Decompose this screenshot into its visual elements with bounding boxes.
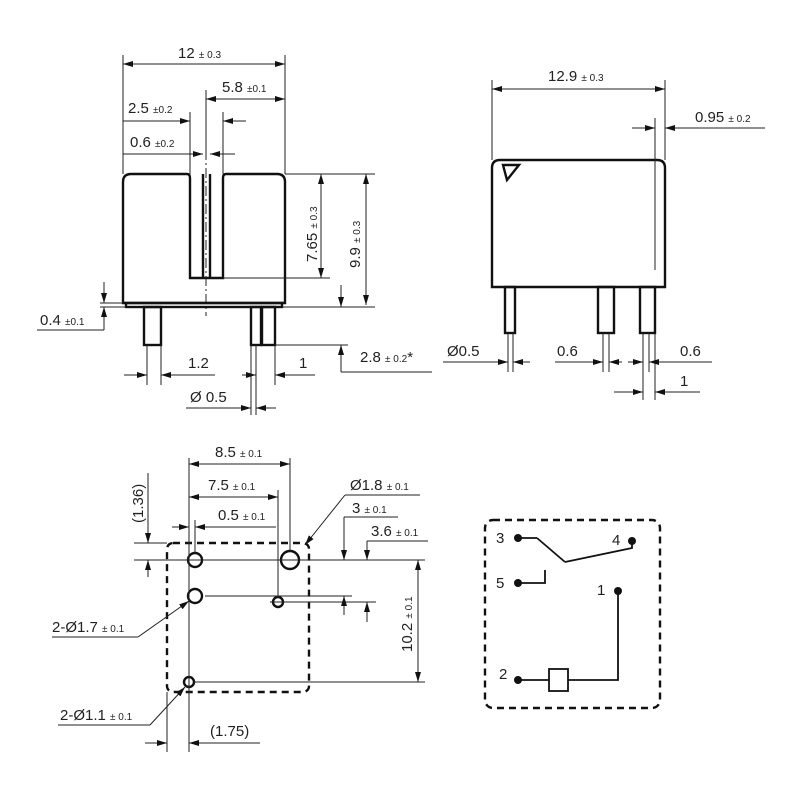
drawing-line: [568, 591, 619, 681]
dim-7-5: 7.5 ± 0.1: [208, 477, 256, 494]
dimension-text-part: ± 0.3: [352, 220, 363, 243]
dimension-text-part: ± 0.2: [728, 114, 751, 125]
pin-label-4: 4: [612, 532, 620, 549]
dimension-text-part: 2-Ø1.1: [60, 707, 106, 724]
dimension-text-part: 8.5: [215, 444, 236, 461]
dimension-text-part: ± 0.1: [243, 512, 266, 523]
pin-label-2: 2: [499, 666, 507, 683]
dim-slot-width: 2.5 ±0.2: [128, 100, 173, 117]
dimension-text-part: ±0.2: [155, 139, 175, 150]
dimension-text-part: ± 0.1: [365, 505, 388, 516]
dim-standoff: 0.4 ±0.1: [40, 312, 85, 329]
relay-body-side: [490, 158, 667, 289]
dimension-text-part: ±0.1: [247, 84, 267, 95]
dim-slot-height: 7.65 ± 0.3: [304, 206, 321, 262]
dimension-text-part: 7.65: [304, 233, 321, 262]
dim-ref-1-36: (1.36): [130, 484, 147, 523]
dimension-text-part: 9.9: [347, 247, 364, 268]
dim-10-2: 10.2 ± 0.1: [399, 596, 416, 652]
dim-3: 3 ± 0.1: [352, 500, 387, 517]
pin-label-5: 5: [496, 575, 504, 592]
schematic-outline: [483, 518, 662, 710]
relay-schematic: 3 4 5 1 2: [483, 518, 662, 710]
dimension-text-part: 2-Ø1.7: [52, 619, 98, 636]
dimension-text-part: 0.6: [130, 134, 151, 151]
dimension-text-part: ± 0.1: [110, 712, 133, 723]
dim-side-pin-b: 0.6: [680, 343, 701, 360]
dimension-text-part: ± 0.3: [309, 206, 320, 229]
side-view: 12.9 ± 0.3 0.95 ± 0.2 Ø0.5 0.6 0.6 1: [443, 68, 765, 400]
dimension-text-part: ± 0.3: [581, 73, 604, 84]
drawing-line: [518, 570, 546, 584]
hole-1-7-b: [186, 587, 204, 605]
side-pin-2: [596, 285, 616, 335]
front-view: 12 ± 0.3 5.8 ±0.1 2.5 ±0.2 0.6 ±0.2 7.65…: [37, 45, 432, 415]
pin-left: [142, 305, 163, 347]
dim-holes-1-7: 2-Ø1.7 ± 0.1: [52, 619, 125, 636]
pin-right-a: [249, 305, 263, 347]
dim-height: 9.9 ± 0.3: [347, 220, 364, 268]
dim-side-pin-a: 0.6: [557, 343, 578, 360]
side-pin-1: [503, 285, 517, 335]
dimension-text-part: 0.5: [218, 507, 239, 524]
dimension-text-part: ±0.1: [65, 317, 85, 328]
dimension-text-part: Ø1.8: [350, 477, 383, 494]
dimension-text-part: 10.2: [399, 623, 416, 652]
dim-slot-offset: 5.8 ±0.1: [222, 79, 267, 96]
base-strip: [124, 301, 284, 309]
dimension-text-part: 5.8: [222, 79, 243, 96]
dim-pin-width-right: 1: [299, 355, 307, 372]
dim-hole-1-8: Ø1.8 ± 0.1: [350, 477, 409, 494]
dim-length: 12.9 ± 0.3: [548, 68, 604, 85]
dimension-text-part: ± 0.1: [396, 528, 419, 539]
dimension-text-part: ± 0.1: [240, 449, 263, 460]
dimension-text-part: ± 0.1: [102, 624, 125, 635]
side-pin-3: [638, 285, 657, 335]
dim-width: 12 ± 0.3: [178, 45, 221, 62]
pcb-footprint: 8.5 ± 0.1 7.5 ± 0.1 0.5 ± 0.1 Ø1.8 ± 0.1…: [52, 444, 428, 752]
dim-slot-inner: 0.6 ±0.2: [130, 134, 175, 151]
dim-8-5: 8.5 ± 0.1: [215, 444, 263, 461]
dimension-text-part: ± 0.2: [385, 354, 408, 365]
drawing-line: [137, 600, 190, 638]
dimension-text-part: 12.9: [548, 68, 577, 85]
dim-pin-diameter: Ø 0.5: [190, 389, 227, 406]
dim-pin-length: 2.8 ± 0.2*: [360, 349, 413, 366]
dimension-text-part: 2.5: [128, 100, 149, 117]
dim-edge: 0.95 ± 0.2: [695, 109, 751, 126]
dimension-text-part: ±0.2: [153, 105, 173, 116]
drawing-line: [304, 494, 346, 546]
footprint-outline: [165, 541, 311, 694]
dimension-text-part: ± 0.3: [199, 50, 222, 61]
switch-arm: [536, 537, 566, 563]
dimension-text-part: ± 0.1: [387, 482, 410, 493]
dimension-text-part: 7.5: [208, 477, 229, 494]
dimension-text-part: *: [407, 349, 413, 366]
dimension-text-part: ± 0.1: [404, 596, 415, 619]
coil: [548, 668, 569, 692]
pin-label-1: 1: [597, 582, 605, 599]
dimension-text-part: 0.95: [695, 109, 724, 126]
dim-3-6: 3.6 ± 0.1: [371, 523, 419, 540]
dimension-text-part: 2.8: [360, 349, 381, 366]
dimension-text-part: 0.4: [40, 312, 61, 329]
dim-ref-1-75: (1.75): [210, 723, 249, 740]
dimension-text-part: 3.6: [371, 523, 392, 540]
dimension-text-part: 3: [352, 500, 360, 517]
dim-0-5: 0.5 ± 0.1: [218, 507, 266, 524]
dim-pin-width-left: 1.2: [188, 355, 209, 372]
orientation-mark: [501, 163, 522, 183]
dim-side-pin-c: 1: [680, 373, 688, 390]
dimension-text-part: ± 0.1: [233, 482, 256, 493]
dim-holes-1-1: 2-Ø1.1 ± 0.1: [60, 707, 133, 724]
pin-label-3: 3: [496, 530, 504, 547]
dim-side-pin-diameter: Ø0.5: [447, 343, 480, 360]
drawing-line: [564, 541, 633, 563]
dimension-text-part: 12: [178, 45, 195, 62]
pin-right-b: [260, 305, 277, 347]
